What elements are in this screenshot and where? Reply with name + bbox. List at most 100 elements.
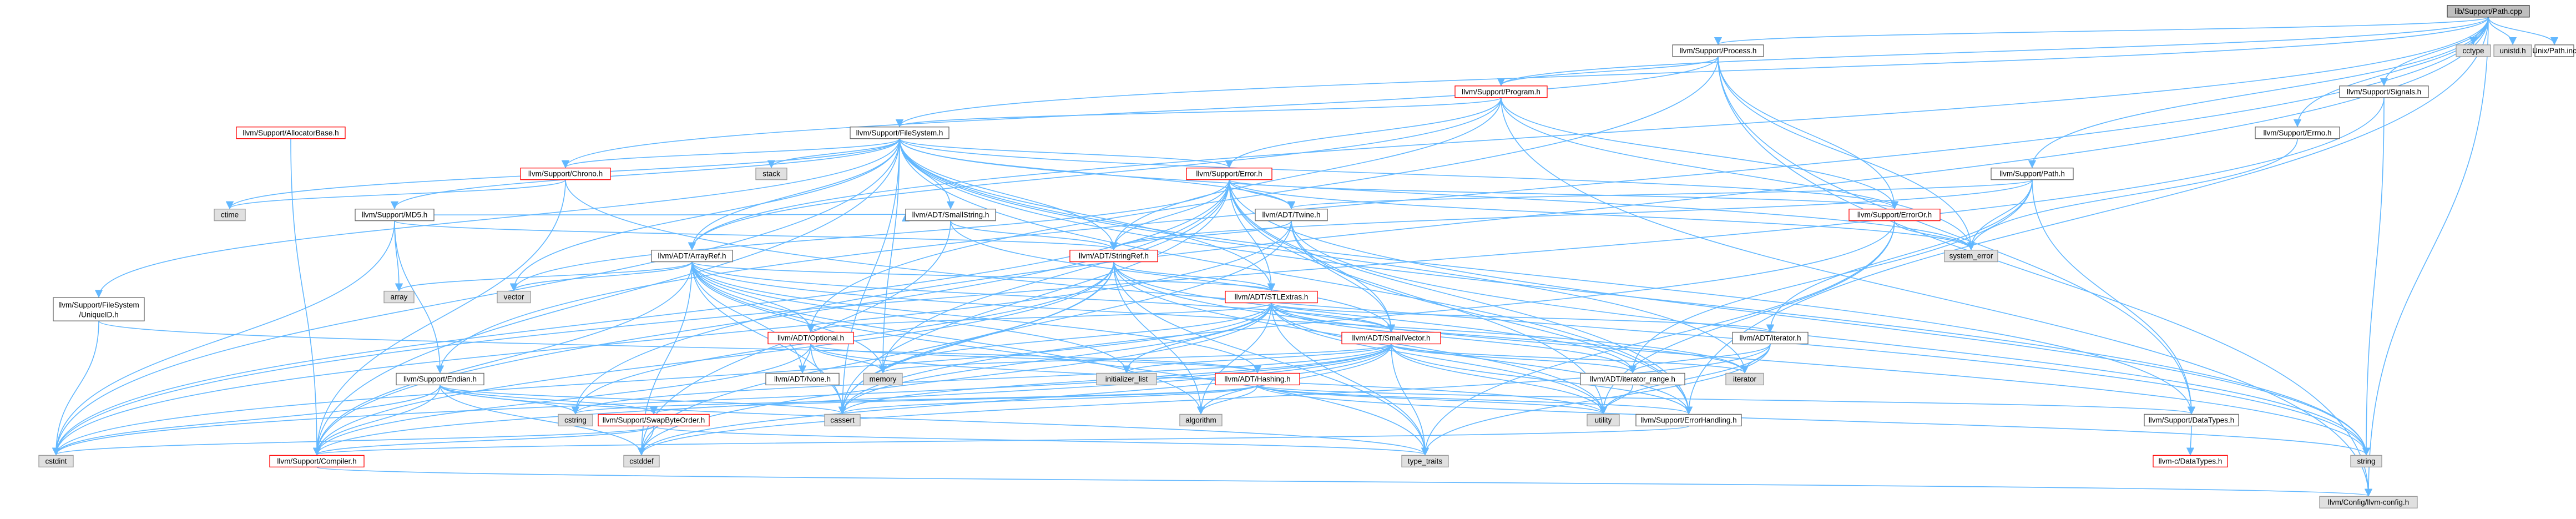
edge-stlextras-to-errhandling — [1271, 303, 1693, 415]
node-smallvector[interactable]: llvm/ADT/SmallVector.h — [1341, 331, 1441, 345]
node-algorithm[interactable]: algorithm — [1179, 414, 1223, 427]
node-errororr[interactable]: llvm/Support/ErrorOr.h — [1848, 208, 1941, 221]
node-system_error[interactable]: system_error — [1944, 249, 1998, 263]
edge-iteratorh-to-utility — [1599, 344, 1771, 415]
node-md5[interactable]: llvm/Support/MD5.h — [355, 208, 435, 221]
node-iteratorh[interactable]: llvm/ADT/iterator.h — [1732, 331, 1809, 345]
node-unistd[interactable]: unistd.h — [2493, 44, 2532, 57]
node-swapbyte[interactable]: llvm/Support/SwapByteOrder.h — [598, 414, 710, 427]
node-array[interactable]: array — [383, 290, 415, 304]
node-process[interactable]: llvm/Support/Process.h — [1672, 44, 1764, 57]
edge-arrayref-to-stlextras — [691, 261, 1275, 291]
node-cdatatypes[interactable]: llvm-c/DataTypes.h — [2153, 455, 2228, 467]
edge-stlextras-to-iterator — [1271, 303, 1749, 374]
node-allocbase[interactable]: llvm/Support/AllocatorBase.h — [236, 127, 346, 139]
edge-smallstring-to-smallvector — [950, 220, 1396, 332]
node-cassert[interactable]: cassert — [824, 414, 861, 427]
edge-stlextras-to-utility — [1271, 303, 1608, 415]
edge-compiler-to-llvmconfig — [316, 466, 2372, 497]
edge-hashing-to-cstring — [572, 384, 1258, 415]
edge-stlextras-to-optional — [807, 302, 1272, 332]
node-label: llvm/Support/ErrorOr.h — [1857, 211, 1932, 219]
node-errno[interactable]: llvm/Support/Errno.h — [2255, 127, 2340, 139]
node-vector[interactable]: vector — [497, 290, 531, 304]
node-label: llvm/Support/MD5.h — [362, 211, 428, 219]
edge-arrayref-to-algorithm — [691, 261, 1205, 415]
node-stringref[interactable]: llvm/ADT/StringRef.h — [1069, 249, 1158, 263]
node-optional[interactable]: llvm/ADT/Optional.h — [767, 331, 854, 345]
node-label: llvm/ADT/iterator_range.h — [1590, 375, 1675, 383]
node-label: type_traits — [1408, 457, 1443, 465]
edge-endian-to-cstdint — [52, 385, 441, 456]
node-label: unistd.h — [2499, 47, 2526, 55]
node-unixpath[interactable]: Unix/Path.inc — [2532, 44, 2576, 57]
node-label: stack — [762, 170, 780, 178]
node-label: cstddef — [629, 457, 654, 465]
edge-endian-to-swapbyte — [440, 385, 658, 415]
node-label: llvm/ADT/None.h — [774, 375, 831, 383]
node-label: llvm/Support/AllocatorBase.h — [243, 129, 339, 137]
edge-root-to-filesystem — [896, 17, 2489, 128]
node-ctime[interactable]: ctime — [214, 208, 246, 221]
node-signals[interactable]: llvm/Support/Signals.h — [2339, 85, 2429, 98]
edge-root-to-unistd — [2488, 17, 2517, 46]
node-initlist[interactable]: initializer_list — [1096, 372, 1157, 386]
node-endian[interactable]: llvm/Support/Endian.h — [396, 372, 484, 386]
node-root[interactable]: lib/Support/Path.cpp — [2447, 5, 2530, 18]
node-program[interactable]: llvm/Support/Program.h — [1454, 85, 1548, 98]
node-errhandling[interactable]: llvm/Support/ErrorHandling.h — [1635, 414, 1742, 427]
edge-error-to-string — [1229, 179, 2371, 456]
edge-arrayref-to-array — [395, 261, 693, 291]
node-error[interactable]: llvm/Support/Error.h — [1186, 168, 1272, 180]
node-compiler[interactable]: llvm/Support/Compiler.h — [269, 455, 365, 467]
edge-errororr-to-system_error — [1894, 220, 1976, 251]
edge-process-to-program — [1497, 56, 1719, 87]
edge-arrayref-to-hashing — [691, 261, 1262, 374]
edge-twine-to-cstdint — [52, 220, 1292, 456]
node-iterrange[interactable]: llvm/ADT/iterator_range.h — [1580, 372, 1685, 386]
edge-smallstring-to-stringref — [950, 220, 1118, 251]
node-stlextras[interactable]: llvm/ADT/STLExtras.h — [1225, 290, 1318, 304]
node-label: llvm/Support/Compiler.h — [277, 457, 356, 465]
edge-path-to-twine — [1287, 179, 2033, 210]
node-fsuniqueid[interactable]: llvm/Support/FileSystem/UniqueID.h — [53, 297, 145, 321]
edge-error-to-stlextras — [1229, 179, 1276, 291]
edge-optional-to-memory — [810, 344, 887, 374]
edge-root-to-endian — [436, 17, 2489, 374]
node-label: llvm/Support/Signals.h — [2347, 88, 2421, 96]
edge-filesystem-to-arrayref — [688, 138, 900, 251]
edge-root-to-llvmconfig — [2364, 17, 2489, 497]
node-filesystem[interactable]: llvm/Support/FileSystem.h — [850, 127, 949, 139]
node-cctype[interactable]: cctype — [2456, 44, 2491, 57]
edge-filesystem-to-errororr — [899, 138, 1898, 210]
edge-twine-to-smallvector — [1291, 220, 1396, 332]
edge-process-to-datatypes — [1718, 56, 2196, 415]
node-utility[interactable]: utility — [1587, 414, 1620, 427]
node-smallstring[interactable]: llvm/ADT/SmallString.h — [905, 208, 996, 221]
node-arrayref[interactable]: llvm/ADT/ArrayRef.h — [651, 249, 733, 263]
node-typetraits[interactable]: type_traits — [1401, 455, 1449, 467]
edge-hashing-to-errhandling — [1257, 384, 1693, 415]
edge-arrayref-to-cassert — [691, 261, 847, 415]
node-chrono[interactable]: llvm/Support/Chrono.h — [520, 168, 611, 180]
node-cstring[interactable]: cstring — [558, 414, 593, 427]
node-llvmconfig[interactable]: llvm/Config/llvm-config.h — [2319, 496, 2418, 508]
node-iterator[interactable]: iterator — [1725, 372, 1764, 386]
edge-hashing-to-cassert — [839, 384, 1258, 415]
node-label: initializer_list — [1105, 375, 1148, 383]
edge-allocbase-to-compiler — [290, 138, 321, 456]
node-path[interactable]: llvm/Support/Path.h — [1991, 168, 2074, 180]
node-twine[interactable]: llvm/ADT/Twine.h — [1255, 208, 1328, 221]
edge-swapbyte-to-compiler — [313, 425, 654, 456]
node-label: string — [2357, 457, 2375, 465]
node-none[interactable]: llvm/ADT/None.h — [765, 372, 840, 386]
node-memory[interactable]: memory — [863, 372, 903, 386]
node-string[interactable]: string — [2350, 455, 2382, 467]
edge-arrayref-to-vector — [509, 261, 693, 291]
node-datatypes[interactable]: llvm/Support/DataTypes.h — [2144, 414, 2239, 427]
node-stack[interactable]: stack — [755, 168, 787, 180]
node-cstddef[interactable]: cstddef — [623, 455, 660, 467]
node-cstdint[interactable]: cstdint — [38, 455, 74, 467]
edge-iteratorh-to-cstddef — [638, 344, 1771, 456]
node-hashing[interactable]: llvm/ADT/Hashing.h — [1215, 372, 1300, 386]
